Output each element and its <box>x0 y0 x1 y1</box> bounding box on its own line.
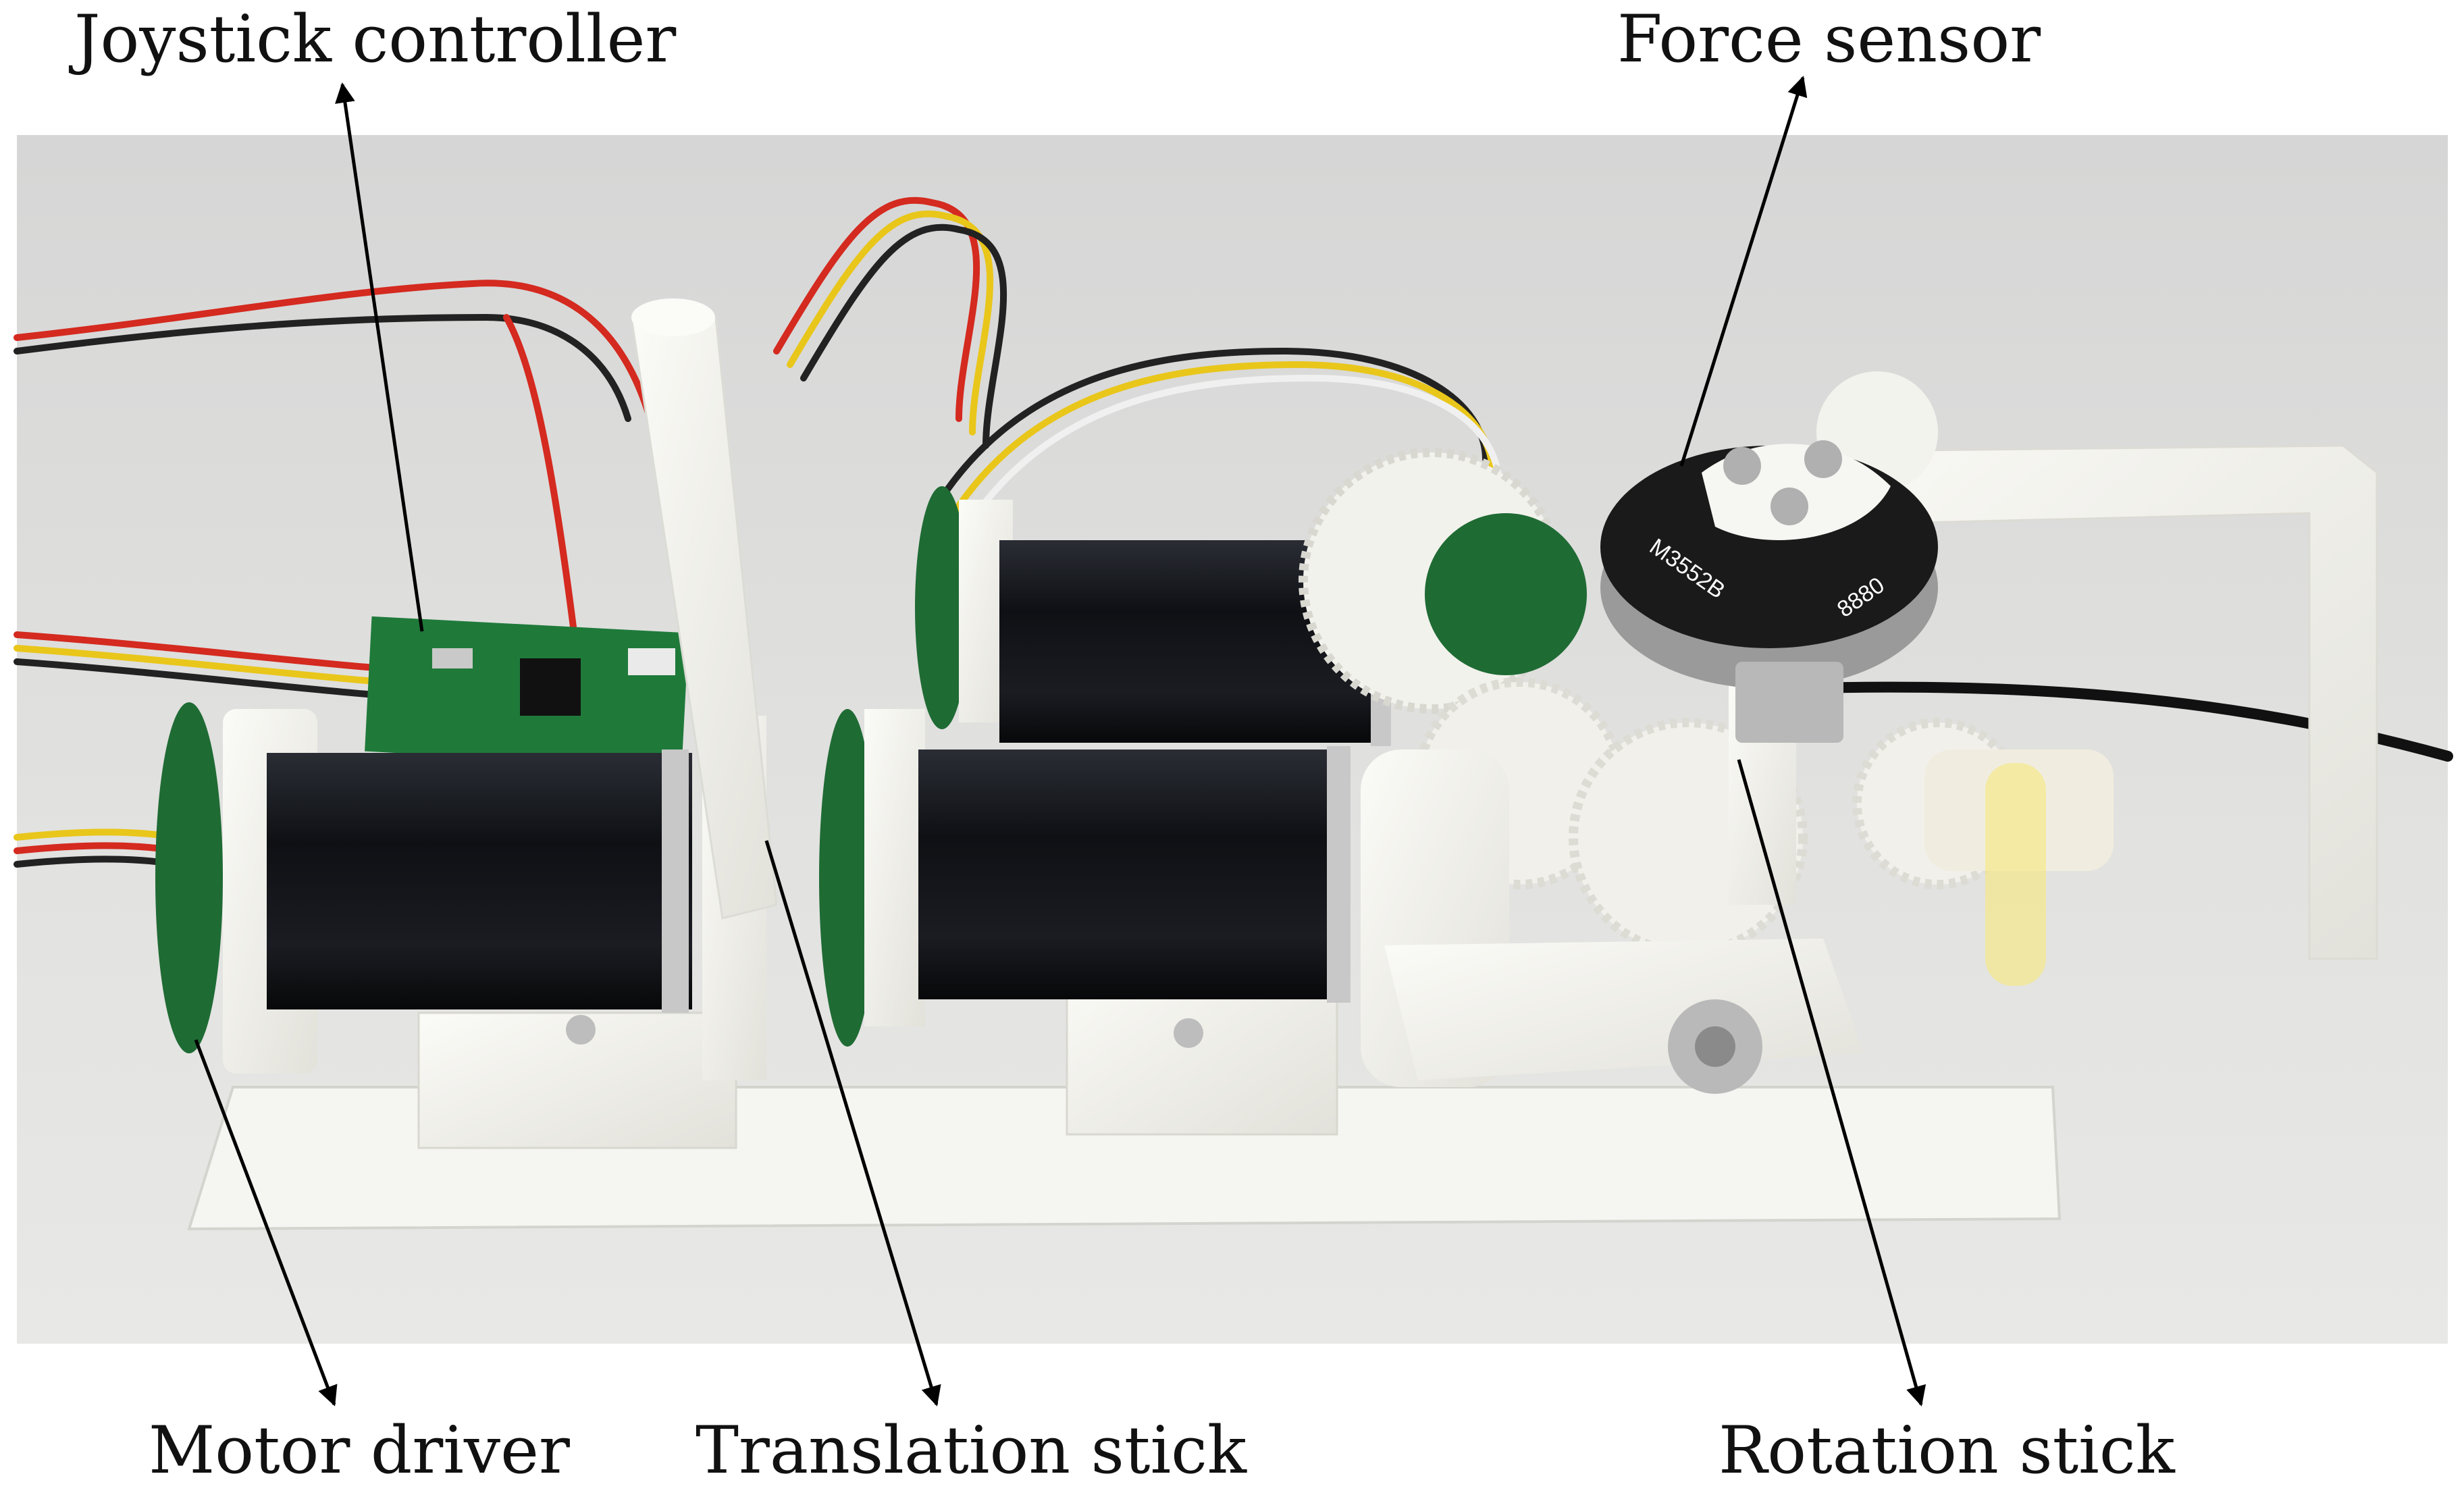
joystick-controller-board <box>365 616 689 768</box>
label-rotation-stick: Rotation stick <box>1719 1413 2175 1488</box>
annotation-arrows <box>194 76 1926 1406</box>
label-force-sensor: Force sensor <box>1617 1 2041 77</box>
gear-assembly <box>1299 448 2114 1094</box>
label-joystick-controller: Joystick controller <box>74 1 677 77</box>
label-translation-stick: Translation stick <box>696 1413 1247 1488</box>
translation-stick <box>630 298 778 920</box>
arrow-motor-driver <box>194 1039 338 1406</box>
motor-left <box>155 702 766 1149</box>
motor-lower <box>819 709 1351 1136</box>
arrow-force-sensor <box>1679 76 1808 467</box>
arrow-rotation-stick <box>1737 759 1926 1406</box>
wire-bundle <box>14 196 2453 868</box>
arrow-joystick-controller <box>335 82 424 632</box>
force-sensor <box>1600 440 1938 743</box>
label-motor-driver: Motor driver <box>149 1413 570 1488</box>
arrow-translation-stick <box>764 840 941 1406</box>
